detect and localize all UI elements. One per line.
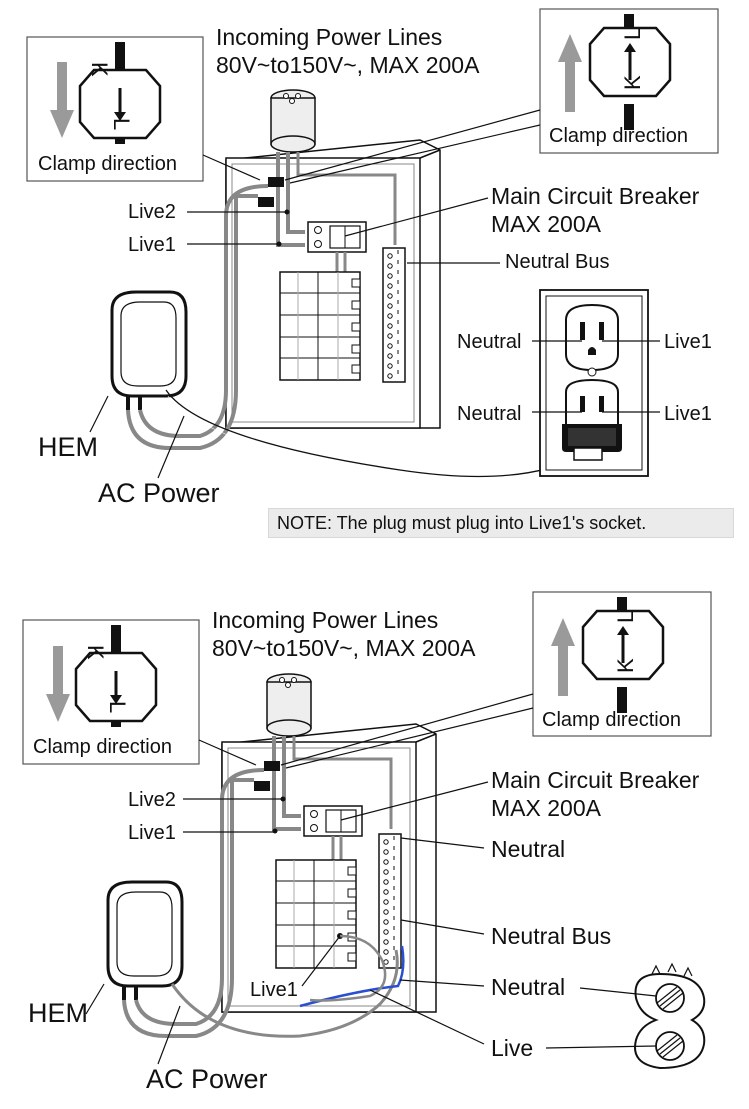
bottom-leader-lines <box>85 693 657 1065</box>
top-clamp-left-k: K <box>87 62 112 77</box>
top-clamp-right-label: Clamp direction <box>549 125 688 147</box>
top-incoming-spec: 80V~to150V~, MAX 200A <box>216 52 480 78</box>
top-outlet <box>539 289 649 477</box>
top-main-breaker <box>307 221 367 272</box>
bottom-neutral-bus-label: Neutral Bus <box>491 923 612 949</box>
bottom-inner-live1-label: Live1 <box>250 979 298 1001</box>
top-hem-label: HEM <box>38 432 98 462</box>
bottom-hem-label: HEM <box>28 998 88 1028</box>
top-leader-lines <box>89 109 660 479</box>
bottom-clamp-arrow-up-icon <box>551 618 575 696</box>
bottom-panel <box>22 591 712 1070</box>
top-live1-label: Live1 <box>128 234 176 256</box>
top-neutral-bus-label: Neutral Bus <box>505 251 610 273</box>
bottom-ac-power-label: AC Power <box>146 1064 268 1094</box>
bottom-clamp-left-label: Clamp direction <box>33 736 172 758</box>
bottom-main-breaker <box>303 805 363 860</box>
bottom-breaker-title: Main Circuit Breaker <box>491 767 700 793</box>
top-clamp-left-l: L <box>109 118 134 131</box>
top-hem-device <box>110 290 188 410</box>
top-neutral-bus <box>382 247 406 383</box>
top-note: NOTE: The plug must plug into Live1's so… <box>268 508 734 538</box>
top-outlet-live-lower: Live1 <box>664 403 712 425</box>
bottom-live2-label: Live2 <box>128 789 176 811</box>
top-live2-label: Live2 <box>128 201 176 223</box>
top-breaker-title: Main Circuit Breaker <box>491 183 700 209</box>
bottom-live1-label: Live1 <box>128 822 176 844</box>
bottom-hem-device <box>106 880 184 1000</box>
top-clamp-arrow-up-icon <box>558 34 582 112</box>
top-incoming-title: Incoming Power Lines <box>216 24 443 50</box>
bottom-branch-breakers <box>275 859 357 969</box>
top-clamp-arrow-down-icon <box>50 62 74 138</box>
top-panel <box>26 8 719 483</box>
top-ac-power-label: AC Power <box>98 478 220 508</box>
bottom-neutral-bus <box>378 833 402 969</box>
bottom-incoming-title: Incoming Power Lines <box>212 607 439 633</box>
bottom-clamp-left-k: K <box>83 645 108 660</box>
bottom-clamp-left-l: L <box>105 701 130 714</box>
bottom-neutral-top-label: Neutral <box>491 836 566 862</box>
bottom-live-terminal-label: Live <box>491 1035 534 1061</box>
top-outlet-neutral-lower: Neutral <box>457 403 522 425</box>
top-clamp-right-l: L <box>620 27 645 40</box>
top-conduit <box>270 89 316 153</box>
bottom-neutral-terminal-label: Neutral <box>491 974 566 1000</box>
bottom-clamp-right-k: K <box>613 658 638 673</box>
bottom-clamp-right-l: L <box>613 610 638 623</box>
top-breaker-spec: MAX 200A <box>491 211 601 237</box>
bottom-terminal-plate <box>634 962 706 1070</box>
top-branch-breakers <box>279 271 361 381</box>
bottom-incoming-spec: 80V~to150V~, MAX 200A <box>212 635 476 661</box>
bottom-conduit <box>266 673 312 737</box>
bottom-clamp-right-label: Clamp direction <box>542 709 681 731</box>
bottom-clamp-arrow-down-icon <box>46 646 70 722</box>
top-clamp-left-label: Clamp direction <box>38 153 177 175</box>
bottom-breaker-spec: MAX 200A <box>491 795 601 821</box>
top-outlet-live-upper: Live1 <box>664 331 712 353</box>
top-clamp-right-k: K <box>620 75 645 90</box>
top-outlet-neutral-upper: Neutral <box>457 331 522 353</box>
